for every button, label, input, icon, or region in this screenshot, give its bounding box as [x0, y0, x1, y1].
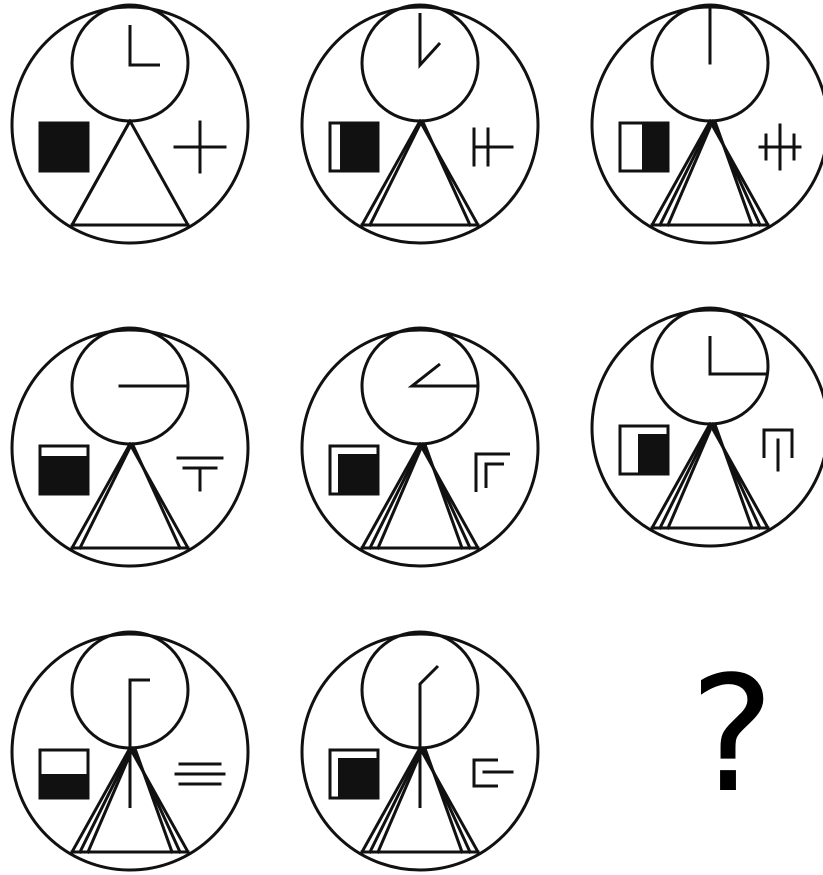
puzzle-cell-r1c2	[302, 5, 538, 243]
puzzle-cell-r2c1	[12, 328, 248, 566]
puzzle-cell-r2c2	[302, 328, 538, 566]
puzzle-cell-r1c1	[12, 5, 248, 243]
puzzle-cell-r2c3	[592, 308, 823, 546]
puzzle-cell-r1c3	[592, 5, 823, 243]
missing-answer-question-mark: ?	[682, 650, 782, 820]
puzzle-cell-r3c1	[12, 632, 248, 870]
puzzle-cell-r3c2	[302, 632, 538, 870]
